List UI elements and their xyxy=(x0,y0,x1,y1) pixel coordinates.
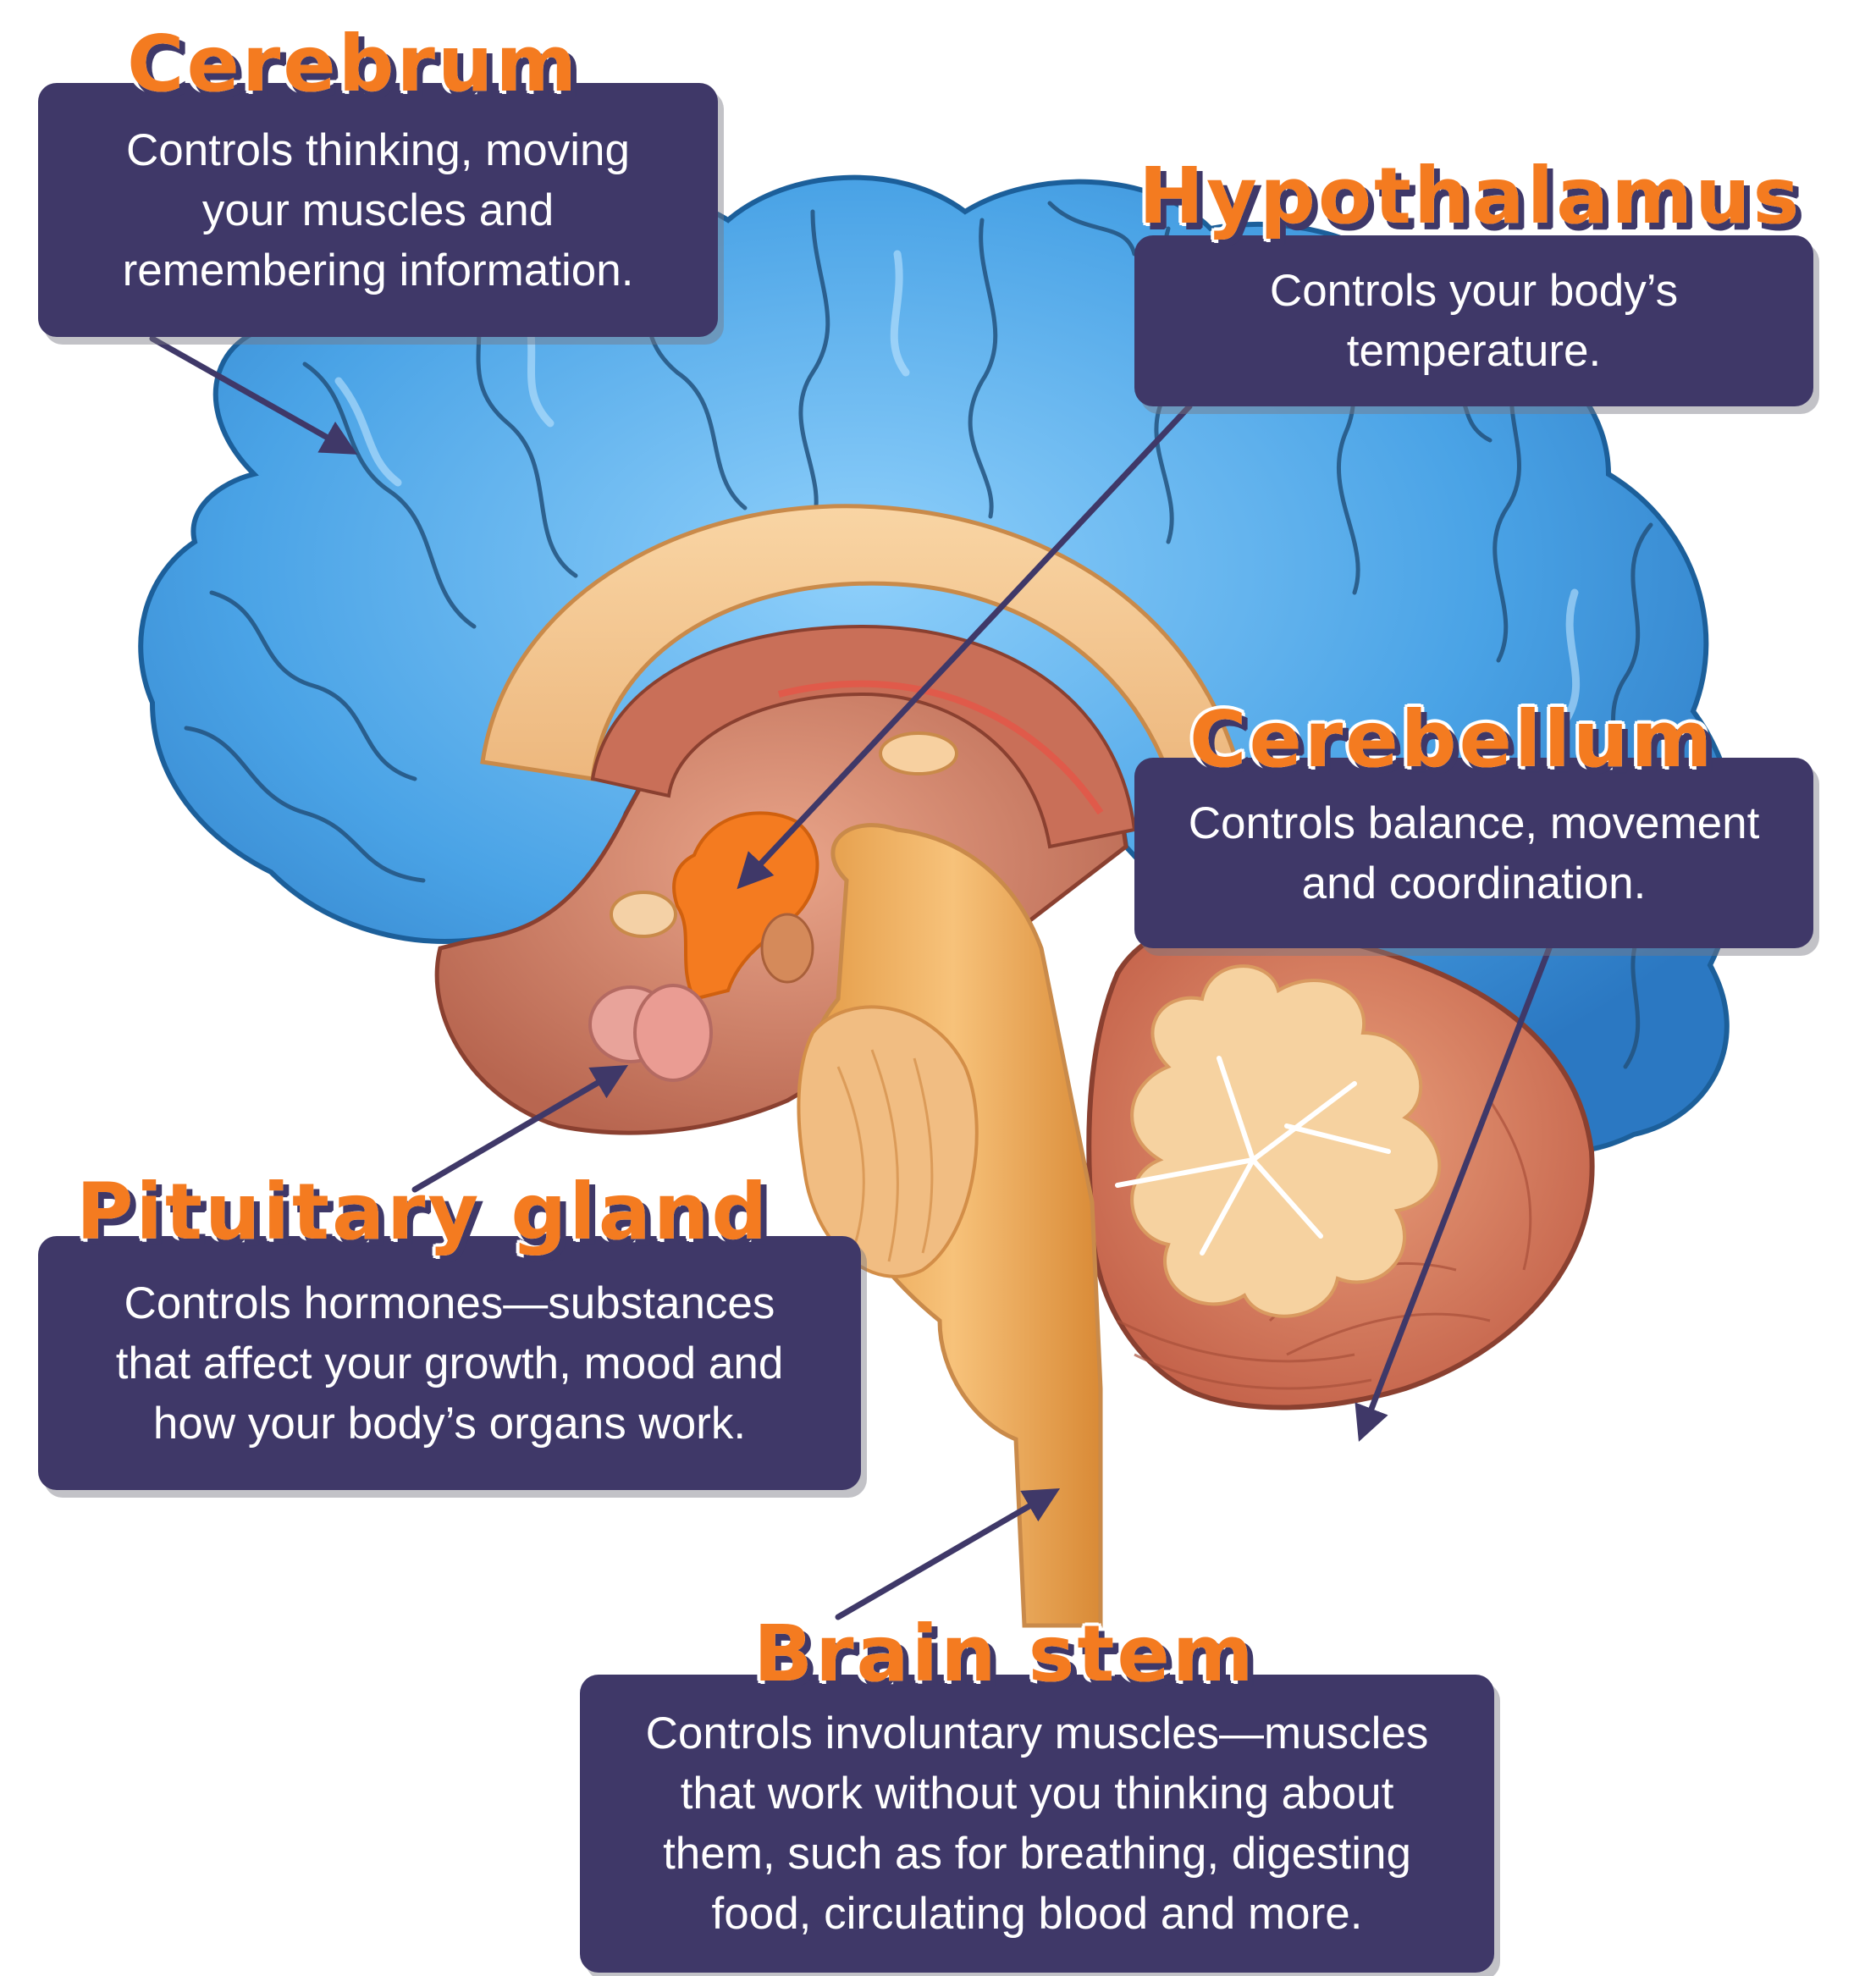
hypothalamus-line-1: Controls your body’s xyxy=(1270,261,1678,321)
brain-stem-title: Brain stem xyxy=(753,1609,1256,1699)
hypothalamus-title: Hypothalamus xyxy=(1139,151,1802,241)
cerebrum-line-2: your muscles and xyxy=(123,180,634,240)
hypothalamus-line-2: temperature. xyxy=(1270,321,1678,381)
pituitary-line-3: how your body’s organs work. xyxy=(116,1394,784,1454)
cerebellum-title: Cerebellum xyxy=(1189,694,1714,785)
brain-stem-shape xyxy=(798,825,1101,1626)
cerebrum-line-3: remembering information. xyxy=(123,240,634,301)
brain-stem-description: Controls involuntary muscles—muscles tha… xyxy=(580,1675,1494,1973)
cerebrum-title: Cerebrum xyxy=(127,19,579,109)
cerebellum-description: Controls balance, movement and coordinat… xyxy=(1134,758,1813,948)
hypothalamus-description: Controls your body’s temperature. xyxy=(1134,235,1813,406)
cerebrum-description: Controls thinking, moving your muscles a… xyxy=(38,83,718,337)
cerebellum-line-2: and coordination. xyxy=(1189,853,1760,913)
pituitary-description: Controls hormones—substances that affect… xyxy=(38,1236,861,1490)
brain-stem-arrow xyxy=(838,1494,1050,1617)
pituitary-title: Pituitary gland xyxy=(76,1167,770,1257)
brain-stem-line-2: that work without you thinking about xyxy=(646,1763,1429,1824)
cerebellum-line-1: Controls balance, movement xyxy=(1189,793,1760,853)
pituitary-line-2: that affect your growth, mood and xyxy=(116,1333,784,1394)
brain-stem-line-4: food, circulating blood and more. xyxy=(646,1884,1429,1944)
pituitary-line-1: Controls hormones—substances xyxy=(116,1273,784,1333)
brain-stem-line-1: Controls involuntary muscles—muscles xyxy=(646,1703,1429,1763)
brain-stem-line-3: them, such as for breathing, digesting xyxy=(646,1824,1429,1884)
cerebrum-line-1: Controls thinking, moving xyxy=(123,120,634,180)
